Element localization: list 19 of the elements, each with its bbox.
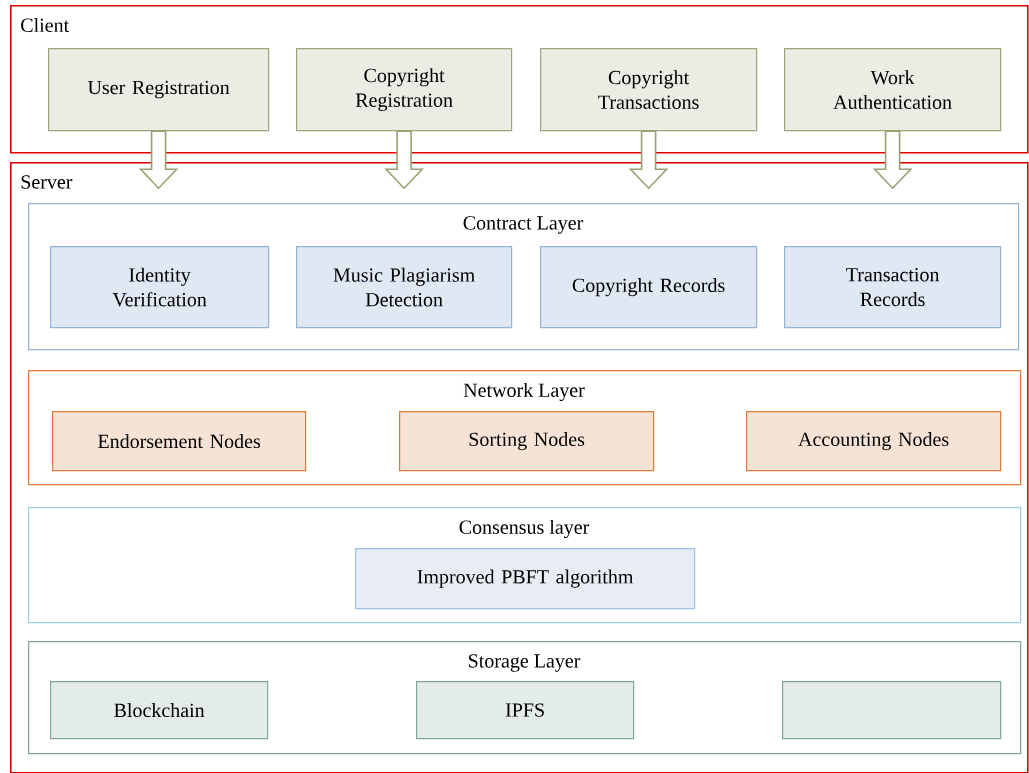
hollow-arrow <box>872 130 913 190</box>
process-box: Copyright Transactions <box>540 48 758 132</box>
process-box: Copyright Records <box>540 246 758 329</box>
process-box: Work Authentication <box>784 48 1002 132</box>
process-box: Improved PBFT algorithm <box>355 548 696 610</box>
process-box: User Registration <box>48 48 270 132</box>
process-box: Endorsement Nodes <box>52 411 307 472</box>
process-box: Copyright Registration <box>296 48 513 132</box>
process-box <box>782 681 1002 740</box>
process-box: Sorting Nodes <box>399 411 655 472</box>
process-box: IPFS <box>416 681 635 740</box>
process-box: Identity Verification <box>50 246 270 329</box>
hollow-arrow <box>384 130 424 190</box>
hollow-arrow <box>628 130 669 190</box>
process-box: Accounting Nodes <box>746 411 1002 472</box>
process-box: Music Plagiarism Detection <box>296 246 513 329</box>
hollow-arrow <box>138 130 179 190</box>
process-box: Blockchain <box>50 681 269 740</box>
process-box: Transaction Records <box>784 246 1002 329</box>
